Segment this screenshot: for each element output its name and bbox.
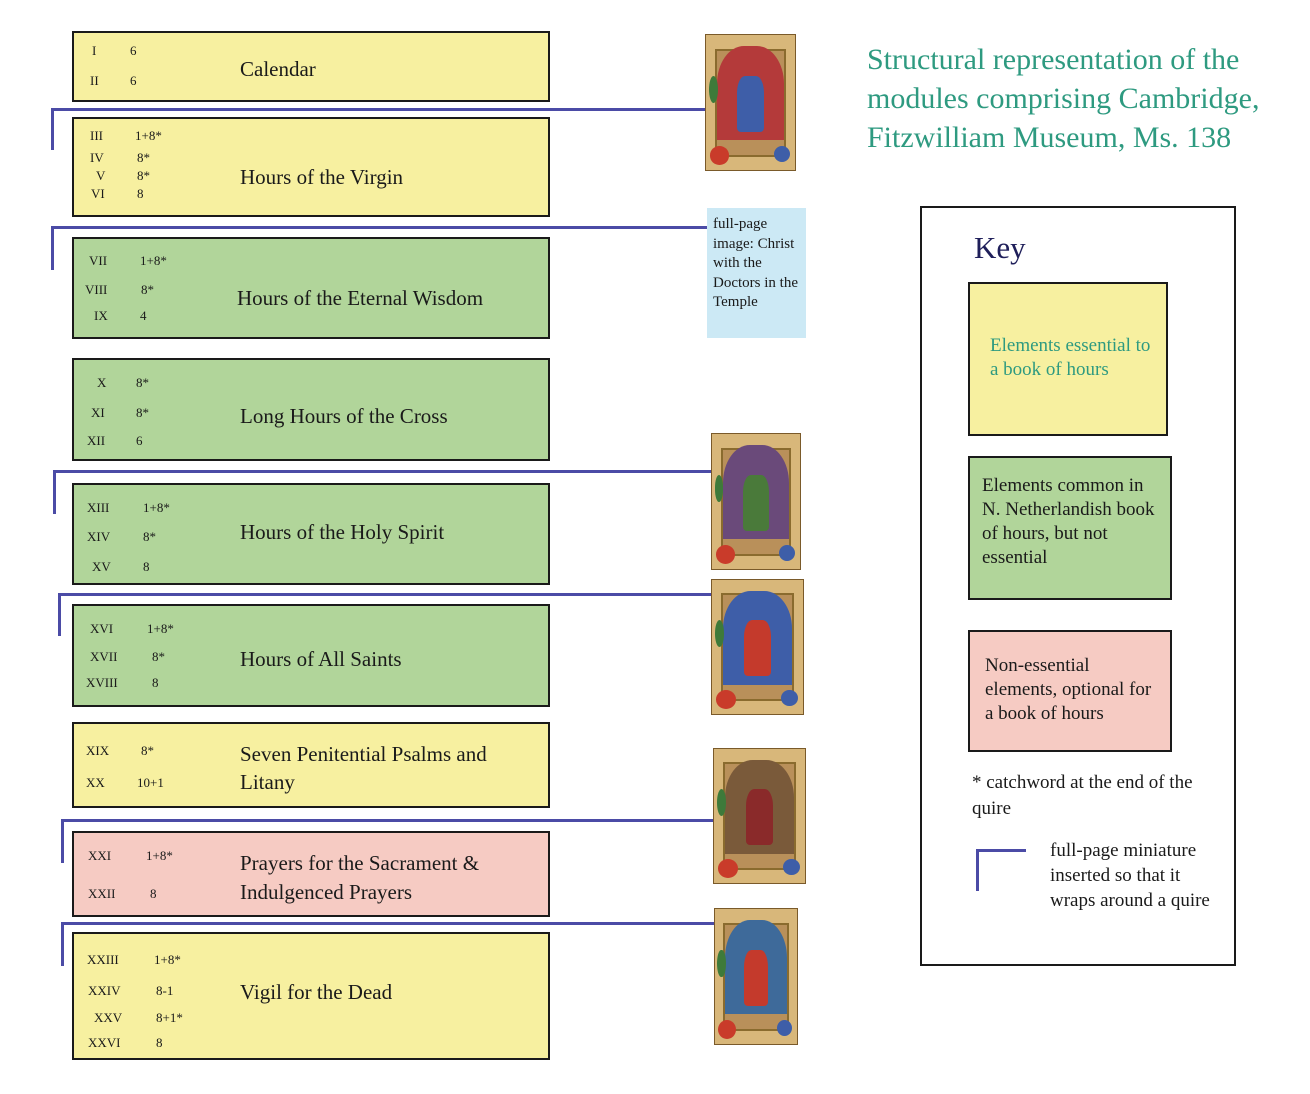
quire-number: XXII xyxy=(88,886,116,901)
miniature-wrap-line xyxy=(61,922,715,966)
quire-leaves: 8* xyxy=(136,375,149,390)
miniature-image xyxy=(711,579,804,715)
quire-leaves: 1+8* xyxy=(143,500,170,515)
quire-leaves: 8* xyxy=(141,282,154,297)
module-title-line-2: Indulgenced Prayers xyxy=(240,880,413,904)
title-line-1: Structural representation of the xyxy=(867,43,1240,76)
module-long-hours-of-the-cross: X 8* XI 8* XII 6 Long Hours of the Cross xyxy=(72,358,550,461)
module-hours-of-the-eternal-wisdom: VII 1+8* VIII 8* IX 4 Hours of the Etern… xyxy=(72,237,550,339)
quire-leaves: 8 xyxy=(150,886,157,901)
miniature-image xyxy=(713,748,806,884)
quire-number: VIII xyxy=(85,282,108,297)
quire-number: XXIV xyxy=(88,983,121,998)
module-prayers-for-the-sacrament: XXI 1+8* XXII 8 Prayers for the Sacramen… xyxy=(72,831,550,917)
quire-leaves: 8* xyxy=(152,649,165,664)
quire-number: XVI xyxy=(90,621,114,636)
quire-number: XXIII xyxy=(87,952,119,967)
quire-leaves: 8+1* xyxy=(156,1010,183,1025)
quire-leaves: 4 xyxy=(140,308,147,323)
module-title-line-2: Litany xyxy=(240,770,295,794)
diagram-title: Structural representation of the modules… xyxy=(867,40,1307,157)
quire-number: XXV xyxy=(94,1010,123,1025)
module-seven-penitential-psalms: XIX 8* XX 10+1 Seven Penitential Psalms … xyxy=(72,722,550,808)
quire-leaves: 8-1 xyxy=(156,983,174,998)
quire-leaves: 6 xyxy=(136,433,143,448)
key-optional-swatch: Non-essential elements, optional for a b… xyxy=(968,630,1172,752)
miniature-wrap-line xyxy=(61,819,714,863)
quire-number: XIV xyxy=(87,529,111,544)
module-hours-of-the-virgin: III 1+8* IV 8* V 8* VI 8 Hours of the Vi… xyxy=(72,117,550,217)
miniature-wrap-line xyxy=(51,226,708,270)
quire-leaves: 1+8* xyxy=(154,952,181,967)
quire-leaves: 8 xyxy=(156,1035,163,1050)
miniature-image xyxy=(705,34,796,171)
quire-leaves: 8* xyxy=(141,743,154,758)
quire-number: XII xyxy=(87,433,106,448)
miniature-wrap-line xyxy=(51,108,707,150)
quire-number: XI xyxy=(91,405,105,420)
quire-number: VII xyxy=(89,253,108,268)
key-catchword-note: * catchword at the end of the quire xyxy=(972,772,1193,819)
key-wrap-symbol xyxy=(976,849,1026,891)
quire-number: III xyxy=(90,128,103,143)
quire-leaves: 6 xyxy=(130,43,137,58)
miniature-image xyxy=(711,433,801,570)
quire-number: XX xyxy=(86,775,105,790)
key-essential-swatch: Elements essential to a book of hours xyxy=(968,282,1168,436)
full-page-image-note: full-page image: Christ with the Doctors… xyxy=(707,208,806,338)
quire-leaves: 1+8* xyxy=(147,621,174,636)
quire-number: VI xyxy=(91,186,105,201)
module-title: Vigil for the Dead xyxy=(240,980,393,1004)
key-legend: Key Elements essential to a book of hour… xyxy=(920,206,1236,966)
quire-leaves: 8 xyxy=(152,675,159,690)
quire-leaves: 1+8* xyxy=(146,848,173,863)
quire-number: XVII xyxy=(90,649,118,664)
quire-number: X xyxy=(97,375,107,390)
module-calendar: I 6 II 6 Calendar xyxy=(72,31,550,102)
module-title-line-1: Seven Penitential Psalms and xyxy=(240,742,487,766)
quire-leaves: 1+8* xyxy=(135,128,162,143)
quire-number: V xyxy=(96,168,106,183)
miniature-wrap-line xyxy=(53,470,713,514)
module-hours-of-all-saints: XVI 1+8* XVII 8* XVIII 8 Hours of All Sa… xyxy=(72,604,550,707)
quire-leaves: 10+1 xyxy=(137,775,164,790)
module-title: Hours of All Saints xyxy=(240,647,402,671)
quire-leaves: 1+8* xyxy=(140,253,167,268)
module-title: Long Hours of the Cross xyxy=(240,404,448,428)
quire-leaves: 6 xyxy=(130,73,137,88)
quire-leaves: 8* xyxy=(136,405,149,420)
module-title: Hours of the Virgin xyxy=(240,165,404,189)
quire-leaves: 8 xyxy=(137,186,144,201)
quire-number: XV xyxy=(92,559,111,574)
quire-leaves: 8* xyxy=(143,529,156,544)
quire-number: XXI xyxy=(88,848,112,863)
quire-leaves: 8* xyxy=(137,150,150,165)
key-title: Key xyxy=(974,230,1026,265)
module-title: Calendar xyxy=(240,57,316,81)
title-line-3: Fitzwilliam Museum, Ms. 138 xyxy=(867,121,1232,154)
module-title: Hours of the Eternal Wisdom xyxy=(237,286,484,310)
quire-number: XIII xyxy=(87,500,110,515)
miniature-wrap-line xyxy=(58,593,713,636)
quire-number: XVIII xyxy=(86,675,118,690)
quire-number: II xyxy=(90,73,99,88)
quire-number: XXVI xyxy=(88,1035,121,1050)
quire-number: IV xyxy=(90,150,104,165)
module-hours-of-the-holy-spirit: XIII 1+8* XIV 8* XV 8 Hours of the Holy … xyxy=(72,483,550,585)
module-title: Hours of the Holy Spirit xyxy=(240,520,445,544)
quire-number: I xyxy=(92,43,97,58)
miniature-image xyxy=(714,908,798,1045)
quire-number: XIX xyxy=(86,743,110,758)
quire-leaves: 8* xyxy=(137,168,150,183)
module-vigil-for-the-dead: XXIII 1+8* XXIV 8-1 XXV 8+1* XXVI 8 Vigi… xyxy=(72,932,550,1060)
key-common-swatch: Elements common in N. Netherlandish book… xyxy=(968,456,1172,600)
module-title-line-1: Prayers for the Sacrament & xyxy=(240,851,480,875)
quire-leaves: 8 xyxy=(143,559,150,574)
key-wrap-note: full-page miniature inserted so that it … xyxy=(1050,840,1210,911)
title-line-2: modules comprising Cambridge, xyxy=(867,82,1260,115)
quire-number: IX xyxy=(94,308,108,323)
